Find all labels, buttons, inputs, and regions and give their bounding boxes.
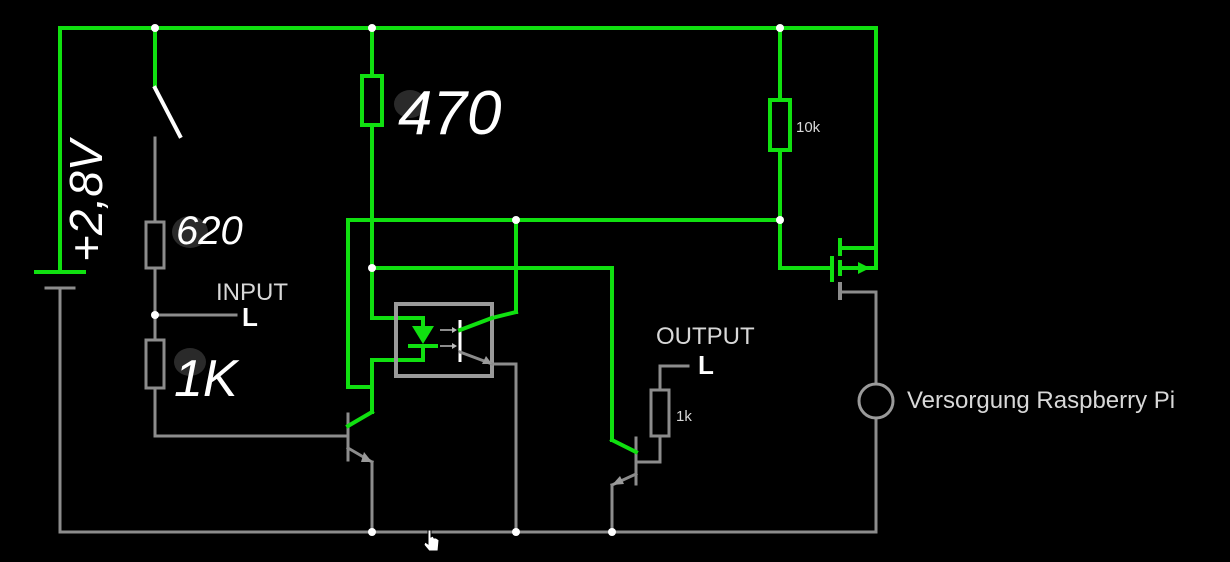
switch-lever[interactable]: [152, 85, 183, 139]
handwritten-620: 620: [176, 209, 243, 253]
optocoupler[interactable]: [394, 302, 495, 378]
resistor-1k-output[interactable]: [649, 388, 671, 438]
output-label: OUTPUT: [656, 323, 755, 350]
output-level-label: L: [698, 350, 714, 380]
active-wires: [34, 26, 878, 442]
resistor-1k-input[interactable]: [144, 338, 166, 390]
led-icon: [412, 326, 434, 344]
handwritten-voltage: +2,8V: [60, 136, 112, 262]
resistor-10k[interactable]: [768, 98, 792, 152]
hand-cursor-icon: [423, 529, 440, 552]
resistor-620[interactable]: [144, 220, 166, 270]
input-label: INPUT: [216, 279, 288, 306]
handwritten-470: 470: [398, 79, 501, 148]
handwritten-1k: 1K: [174, 350, 240, 408]
load-label: Versorgung Raspberry Pi: [907, 387, 1175, 414]
junction-dots: [151, 24, 784, 536]
transistor-input[interactable]: [345, 409, 375, 465]
svg-text:+2,8V: +2,8V: [60, 136, 112, 262]
inactive-wires: [44, 136, 878, 534]
input-level-label: L: [242, 302, 258, 332]
resistor-1k-label: 1k: [676, 408, 692, 425]
resistor-470[interactable]: [360, 74, 384, 127]
transistor-output[interactable]: [609, 436, 639, 487]
resistor-10k-label: 10k: [796, 119, 821, 136]
mosfet[interactable]: [830, 238, 870, 300]
load-lamp[interactable]: [857, 382, 895, 420]
